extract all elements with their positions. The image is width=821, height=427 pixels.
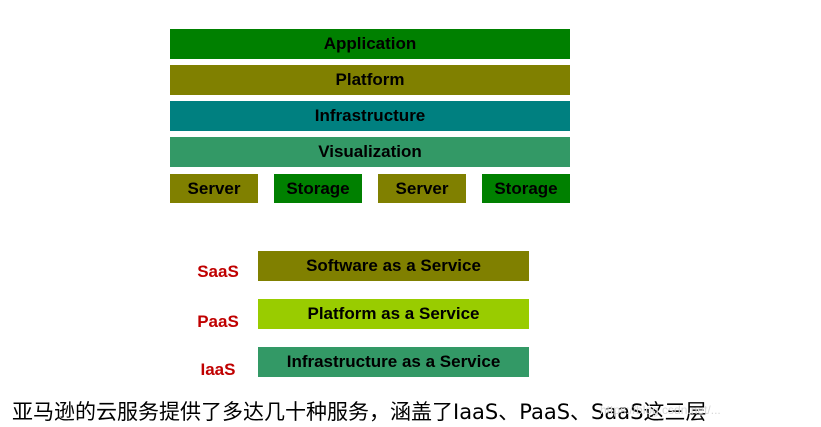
iaas-label: IaaS (200, 360, 236, 379)
resource-server-2: Server (378, 174, 466, 203)
resource-server-1: Server (170, 174, 258, 203)
resource-storage-1: Storage (274, 174, 362, 203)
layer-platform: Platform (170, 65, 570, 95)
service-saas: Software as a Service (258, 251, 529, 281)
caption: 亚马逊的云服务提供了多达几十种服务，涵盖了IaaS、PaaS、SaaS这三层 (12, 400, 707, 424)
paas-label: PaaS (197, 312, 239, 331)
service-paas: Platform as a Service (258, 299, 529, 329)
watermark: https://blog.csdn.net/... (600, 403, 721, 417)
resource-storage-2: Storage (482, 174, 570, 203)
layer-visualization: Visualization (170, 137, 570, 167)
layer-application: Application (170, 29, 570, 59)
service-iaas: Infrastructure as a Service (258, 347, 529, 377)
saas-label: SaaS (197, 262, 239, 281)
layer-infrastructure: Infrastructure (170, 101, 570, 131)
